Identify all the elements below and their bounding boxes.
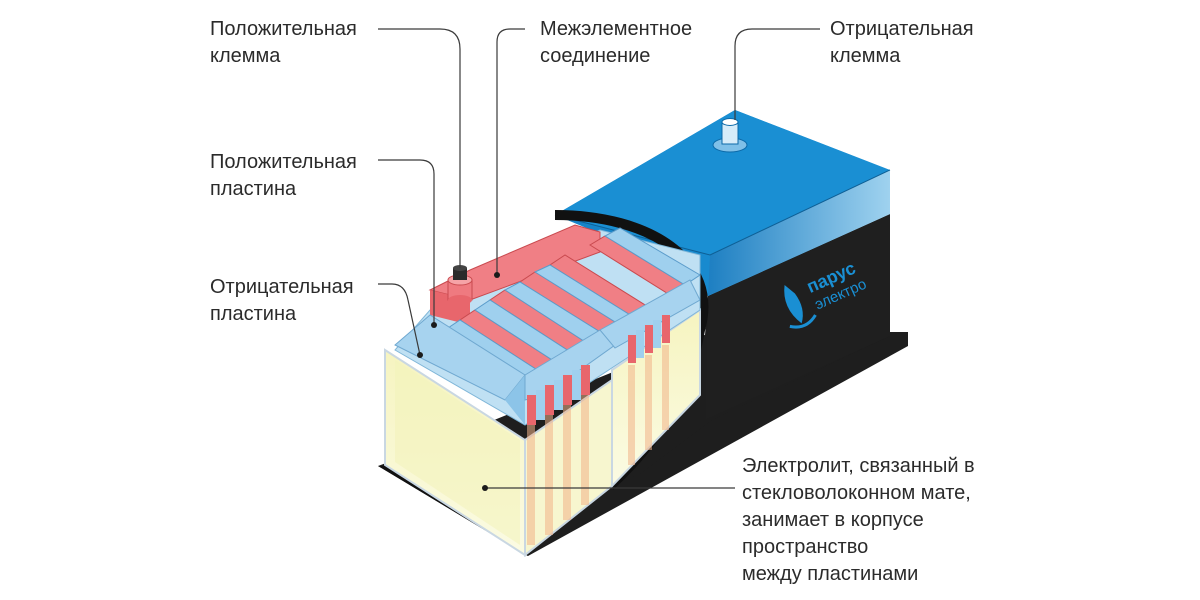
label-line: между пластинами [742,563,919,585]
label-line: Электролит, связанный в [742,455,975,477]
label-positive-terminal: Положительная клемма [210,16,357,70]
label-electrolyte: Электролит, связанный в стекловолоконном… [742,453,975,588]
leader-lines [378,28,820,489]
label-negative-terminal: Отрицательная клемма [830,16,974,70]
label-line: стекловолоконном мате, [742,482,971,504]
label-positive-plate: Положительная пластина [210,149,357,203]
label-line: пространство [742,536,869,558]
negative-terminal-post [712,118,748,153]
label-line: Положительная [210,18,357,40]
label-negative-plate: Отрицательная пластина [210,274,354,328]
leader-dots [417,272,500,491]
label-line: Межэлементное [540,18,693,40]
label-line: занимает в корпусе [742,509,924,531]
battery-lid [554,110,891,296]
label-intercell-connection: Межэлементное соединение [540,16,692,70]
label-line: Положительная [210,151,357,173]
label-line: Отрицательная [830,18,974,40]
positive-terminal-post [447,265,473,305]
label-line: клемма [210,45,281,67]
label-line: Отрицательная [210,276,354,298]
cell-compartments [384,308,701,558]
label-line: клемма [830,45,901,67]
label-line: пластина [210,178,297,200]
label-line: пластина [210,303,297,325]
label-line: соединение [540,45,651,67]
